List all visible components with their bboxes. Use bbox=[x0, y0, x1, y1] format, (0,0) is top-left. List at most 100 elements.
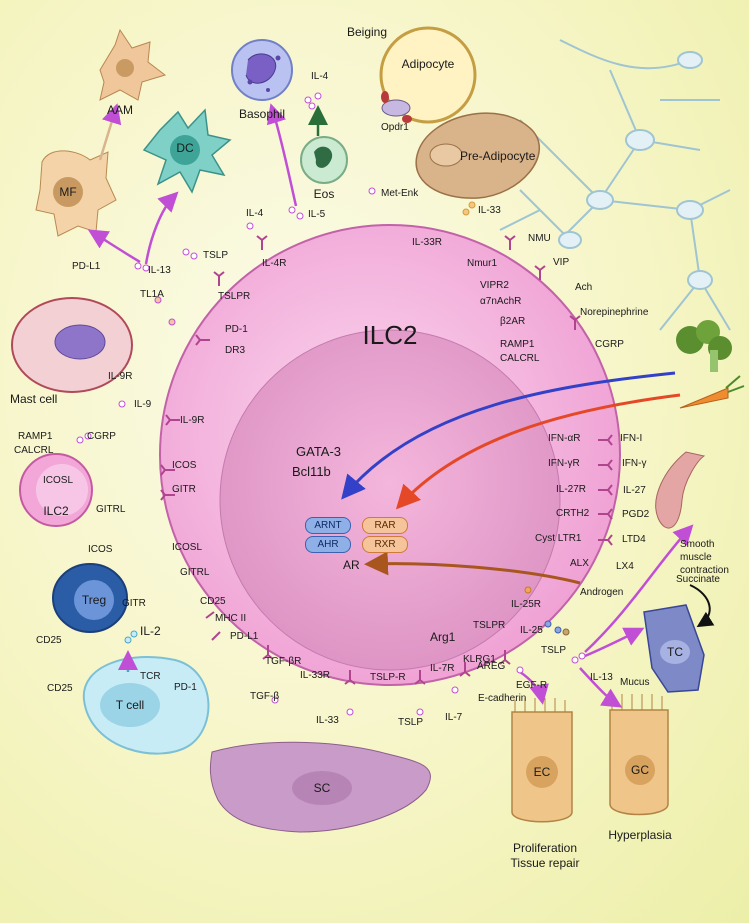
t-cell-label: T cell bbox=[115, 698, 145, 712]
calcrl-label: CALCRL bbox=[500, 353, 540, 364]
arnt-label: ARNT bbox=[305, 517, 351, 534]
il2-label: IL-2 bbox=[140, 624, 161, 638]
rxr-label: RXR bbox=[362, 536, 408, 553]
gata3-label: GATA-3 bbox=[296, 444, 342, 459]
pre-adipocyte-label: Pre-Adipocyte bbox=[460, 149, 536, 163]
il25-label: IL-25 bbox=[520, 625, 543, 636]
basophil-cell bbox=[231, 39, 293, 101]
stromal-cell bbox=[209, 741, 431, 833]
carrot-icon bbox=[679, 375, 745, 409]
small-ilc2-label: ILC2 bbox=[43, 504, 69, 518]
dc-label: DC bbox=[176, 141, 194, 155]
pdl1-label: PD-L1 bbox=[230, 631, 259, 642]
il25r-label: IL-25R bbox=[511, 599, 542, 610]
gitr-treg-label: GITR bbox=[122, 598, 146, 609]
il33r-top-label: IL-33R bbox=[412, 237, 443, 248]
b2ar-label: β2AR bbox=[500, 316, 526, 327]
il33-top-label: IL-33 bbox=[478, 205, 501, 216]
gitr-label: GITR bbox=[172, 484, 196, 495]
crth2-label: CRTH2 bbox=[556, 508, 590, 519]
opdr1-label: Opdr1 bbox=[381, 122, 409, 133]
mast-cell-label: Mast cell bbox=[10, 392, 58, 406]
areg-label: AREG bbox=[477, 661, 506, 672]
tslpr-top-label: TSLPR bbox=[218, 291, 251, 302]
tc-label: TC bbox=[667, 645, 683, 659]
il5-label: IL-5 bbox=[308, 209, 326, 220]
il13-left-label: IL-13 bbox=[148, 265, 171, 276]
bcl11b-label: Bcl11b bbox=[292, 464, 331, 479]
membrane-receptors bbox=[160, 235, 613, 685]
tl1a-label: TL1A bbox=[140, 289, 164, 300]
succinate-label: Succinate bbox=[676, 574, 720, 585]
il33r-bottom-label: IL-33R bbox=[300, 670, 331, 681]
dr3-label: DR3 bbox=[225, 345, 246, 356]
macrophage-cell bbox=[35, 150, 117, 237]
il9-label: IL-9 bbox=[134, 399, 152, 410]
t-cell bbox=[82, 656, 210, 755]
sc-label: SC bbox=[313, 781, 331, 795]
met-enk-label: Met-Enk bbox=[381, 188, 419, 199]
icosl-ilc2-label: ICOSL bbox=[43, 475, 74, 486]
icosl-label: ICOSL bbox=[172, 542, 203, 553]
contraction-label: contraction bbox=[680, 565, 729, 576]
il27-label: IL-27 bbox=[623, 485, 646, 496]
treg-cell bbox=[52, 563, 128, 633]
gc-label: GC bbox=[631, 763, 649, 777]
mucus-label: Mucus bbox=[620, 677, 650, 688]
mf-label: MF bbox=[59, 185, 77, 199]
neurons bbox=[499, 39, 731, 331]
ifn1-label: IFN-I bbox=[620, 433, 643, 444]
eosinophil-cell bbox=[300, 136, 348, 184]
muscle-label: muscle bbox=[680, 552, 712, 563]
cgrp-right-label: CGRP bbox=[595, 339, 624, 350]
tgfb-label: TGF-β bbox=[250, 691, 280, 702]
proliferation-label: Proliferation bbox=[512, 841, 578, 855]
il9r-mast-label: IL-9R bbox=[108, 371, 133, 382]
ec-label: EC bbox=[533, 765, 551, 779]
pd1-label: PD-1 bbox=[225, 324, 248, 335]
vipr2-label: VIPR2 bbox=[480, 280, 509, 291]
goblet-cell bbox=[609, 694, 669, 816]
a7nachr-label: α7nAchR bbox=[480, 296, 522, 307]
tslp-right-label: TSLP bbox=[541, 645, 567, 656]
calcrl-left-label: CALCRL bbox=[14, 445, 54, 456]
ramp1-left-label: RAMP1 bbox=[18, 431, 53, 442]
androgen-label: Androgen bbox=[580, 587, 624, 598]
ltd4-label: LTD4 bbox=[622, 534, 646, 545]
pre-adipocyte-cell bbox=[415, 112, 540, 199]
alx-label: ALX bbox=[570, 558, 589, 569]
arrow-succinate bbox=[689, 584, 715, 628]
broccoli-icon bbox=[676, 320, 732, 372]
il27r-label: IL-27R bbox=[556, 484, 587, 495]
tissue-repair-label: Tissue repair bbox=[510, 856, 580, 870]
il4-mid-label: IL-4 bbox=[246, 208, 264, 219]
tslp-top-label: TSLP bbox=[203, 250, 229, 261]
tslpr-right-label: TSLPR bbox=[473, 620, 506, 631]
cgrp-left-label: CGRP bbox=[87, 431, 116, 442]
ahr-label: AHR bbox=[305, 536, 351, 553]
pd1-t-label: PD-1 bbox=[174, 682, 197, 693]
il7r-label: IL-7R bbox=[430, 663, 455, 674]
il4-top-label: IL-4 bbox=[311, 71, 329, 82]
smooth-muscle bbox=[655, 451, 706, 529]
epithelial-cell bbox=[511, 698, 573, 823]
egfr-label: EGF-R bbox=[516, 680, 548, 691]
pgd2-label: PGD2 bbox=[622, 509, 650, 520]
ifng-label: IFN-γ bbox=[622, 458, 647, 469]
tslp-bottom-label: TSLP bbox=[398, 717, 424, 728]
cd25-label: CD25 bbox=[200, 596, 226, 607]
tcr-label: TCR bbox=[140, 671, 161, 682]
dendritic-cell bbox=[142, 108, 232, 194]
adipocyte-cell bbox=[379, 26, 477, 124]
ecadherin-label: E-cadherin bbox=[478, 693, 527, 704]
il7-label: IL-7 bbox=[445, 712, 463, 723]
ar-label: AR bbox=[343, 558, 360, 572]
ilc2-title: ILC2 bbox=[362, 320, 418, 350]
adipocyte-label: Adipocyte bbox=[401, 57, 455, 71]
smooth-label: Smooth bbox=[680, 539, 715, 550]
small-ilc2-cell bbox=[19, 453, 93, 527]
aam-cell bbox=[99, 28, 167, 101]
nmu-label: NMU bbox=[528, 233, 551, 244]
cystltr1-label: Cyst LTR1 bbox=[535, 533, 582, 544]
cd25-treg-label: CD25 bbox=[36, 635, 62, 646]
